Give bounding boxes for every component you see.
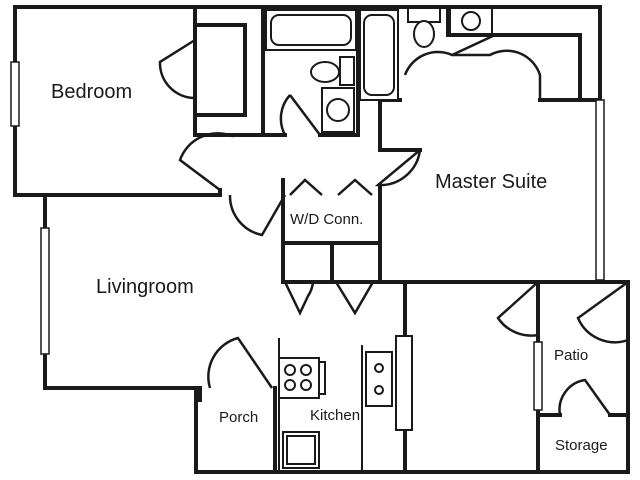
closet-door-hall-1 (283, 281, 315, 316)
patio-window (533, 341, 543, 411)
label-master-suite: Master Suite (435, 171, 547, 193)
storage-door (558, 378, 612, 416)
label-porch: Porch (219, 409, 258, 426)
master-door (374, 149, 422, 187)
master-window (595, 99, 605, 281)
bath-fixtures (265, 7, 493, 133)
bedroom-window (10, 61, 20, 127)
kitchen-sink-icon (365, 351, 393, 407)
porch-door (207, 336, 274, 389)
bedroom-door (228, 194, 287, 237)
room-labels: Bedroom Master Suite W/D Conn. Livingroo… (51, 81, 608, 454)
closet-door-hall-2 (334, 281, 375, 316)
doors (158, 33, 629, 416)
patio-door-left (496, 281, 539, 337)
master-bath-door-2 (452, 49, 542, 100)
bath-door-swing (279, 94, 291, 136)
kitchen-fixtures (278, 335, 413, 472)
label-bedroom: Bedroom (51, 81, 132, 103)
toilet-icon-2 (407, 7, 441, 23)
patio-door-right (576, 280, 629, 344)
toilet-icon (310, 61, 340, 83)
hall-door-left (178, 132, 246, 191)
stove-icon (278, 357, 320, 399)
wd-door-right (337, 178, 373, 196)
kitchen-counter (395, 335, 413, 431)
living-window (40, 227, 50, 355)
windows (10, 61, 605, 411)
wd-door-left (289, 178, 323, 196)
label-kitchen: Kitchen (310, 407, 360, 424)
master-bath-door (403, 33, 496, 76)
closet-door-bedroom (158, 38, 196, 100)
label-storage: Storage (555, 437, 608, 454)
label-patio: Patio (554, 347, 588, 364)
bath-door (289, 94, 321, 136)
label-livingroom: Livingroom (96, 276, 194, 298)
label-wd-conn: W/D Conn. (290, 211, 363, 228)
